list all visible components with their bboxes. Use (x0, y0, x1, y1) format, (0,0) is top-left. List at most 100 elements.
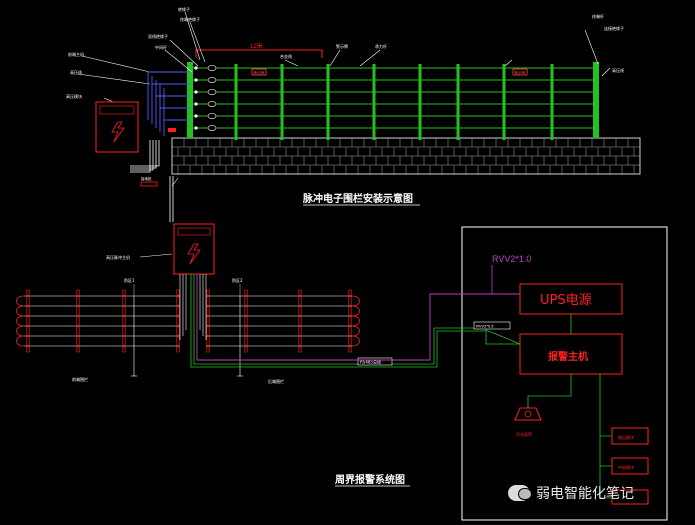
insulator (207, 101, 217, 107)
end-loop (351, 295, 360, 307)
perimeter-insulator (76, 324, 80, 328)
control-room-frame (461, 226, 668, 521)
blue-wiring (147, 71, 190, 136)
watermark: 弱电智能化笔记 (508, 480, 690, 506)
relay-module-label: 中继模块 (618, 464, 634, 470)
ups-label: UPS电源 (540, 293, 592, 308)
perimeter-insulator (76, 344, 80, 348)
perimeter-insulator (26, 324, 30, 328)
perimeter-insulator (244, 344, 248, 348)
label-terminal-insulator: 终端绝缘子 (180, 16, 200, 22)
perimeter-insulator (122, 334, 126, 338)
perimeter-insulator (348, 304, 352, 308)
end-loop (16, 305, 25, 317)
perimeter-insulator (26, 314, 30, 318)
perimeter-insulator (244, 324, 248, 328)
warning-sign-left-label: 警示牌 (254, 70, 265, 75)
front-controller-top (95, 101, 139, 153)
perimeter-insulator (206, 294, 210, 298)
output-module-box (611, 427, 649, 445)
perimeter-insulator (122, 304, 126, 308)
perimeter-insulator (76, 304, 80, 308)
perimeter-insulator (244, 334, 248, 338)
label-hv-module: 高压模块 (66, 93, 82, 99)
label-insulator: 绝缘子 (178, 6, 190, 12)
siren-label: 声光报警 (516, 431, 532, 437)
end-loop (16, 325, 25, 337)
perimeter-insulator (298, 344, 302, 348)
label-connector-insulator: 连接绝缘子 (604, 25, 624, 31)
fence-post (418, 64, 422, 140)
perimeter-insulator (206, 304, 210, 308)
perimeter-insulator (298, 304, 302, 308)
perimeter-insulator (244, 314, 248, 318)
alarm-host-label: 报警主机 (548, 350, 588, 363)
insulator-node (194, 90, 198, 94)
green-bus (190, 274, 486, 368)
system-diagram-title: 周界报警系统图 (335, 473, 405, 486)
fence-post (280, 64, 284, 140)
perimeter-insulator (122, 294, 126, 298)
host-output-lines (599, 374, 612, 499)
pulse-hv-icon (187, 243, 201, 265)
perimeter-insulator (122, 314, 126, 318)
ground-stake (140, 181, 158, 187)
insulator-node (194, 102, 198, 106)
fence-post (502, 64, 506, 140)
perimeter-insulator (206, 314, 210, 318)
cable-spec-label: RVV2*1.0 (492, 254, 531, 264)
end-loop (16, 315, 25, 327)
perimeter-insulator (298, 314, 302, 318)
perimeter-post (298, 289, 302, 353)
perimeter-post (26, 289, 30, 353)
end-loop (16, 295, 25, 307)
rear-fence-label: 后端围栏 (268, 378, 284, 384)
fence-post (234, 64, 238, 140)
host-bus-label: RVV2*0.5 (476, 324, 494, 329)
perimeter-insulator (76, 294, 80, 298)
brick-wall (171, 137, 641, 175)
perimeter-insulator (348, 334, 352, 338)
perimeter-insulator (76, 314, 80, 318)
insulator-cluster (194, 65, 217, 131)
ground-marker-top (168, 128, 176, 132)
perimeter-post (176, 289, 180, 353)
insulator (207, 113, 217, 119)
perimeter-insulator (176, 314, 180, 318)
perimeter-post (244, 289, 248, 353)
label-double-insulator: 双线绝缘子 (148, 33, 168, 39)
end-loop (351, 315, 360, 327)
perimeter-insulator (26, 304, 30, 308)
zone-left-label: 防区1 (124, 277, 135, 283)
high-voltage-icon (111, 121, 125, 143)
warning-sign-right (512, 68, 528, 76)
white-cable (130, 140, 174, 222)
watermark-text: 弱电智能化笔记 (536, 486, 634, 502)
perimeter-insulator (348, 294, 352, 298)
insulator-node (194, 114, 198, 118)
label-terminal-post: 终端杆 (592, 13, 604, 19)
ground-stake-label: 接地桩 (141, 176, 152, 181)
perimeter-insulator (244, 294, 248, 298)
perimeter-insulator (206, 324, 210, 328)
end-loop (351, 305, 360, 317)
perimeter-fences (16, 289, 360, 377)
output-module-label: 输出模块 (618, 434, 634, 440)
fence-post (187, 62, 193, 138)
span-dimension: 12米 (195, 42, 323, 58)
perimeter-insulator (76, 334, 80, 338)
perimeter-insulator (26, 334, 30, 338)
perimeter-insulator (26, 344, 30, 348)
perimeter-insulator (176, 344, 180, 348)
alarm-host: 报警主机 (519, 333, 623, 375)
wechat-icon (508, 485, 532, 501)
system-diagram: 高压脉冲主机 防区1 防区2 前端围栏 后端围栏 RS485总线 (16, 223, 668, 521)
perimeter-insulator (298, 334, 302, 338)
bus-label: RS485总线 (360, 359, 381, 365)
brick-pattern (171, 137, 640, 174)
perimeter-insulator (244, 304, 248, 308)
fence-post (593, 62, 599, 138)
perimeter-insulator (176, 334, 180, 338)
host-bus-box (473, 321, 511, 330)
